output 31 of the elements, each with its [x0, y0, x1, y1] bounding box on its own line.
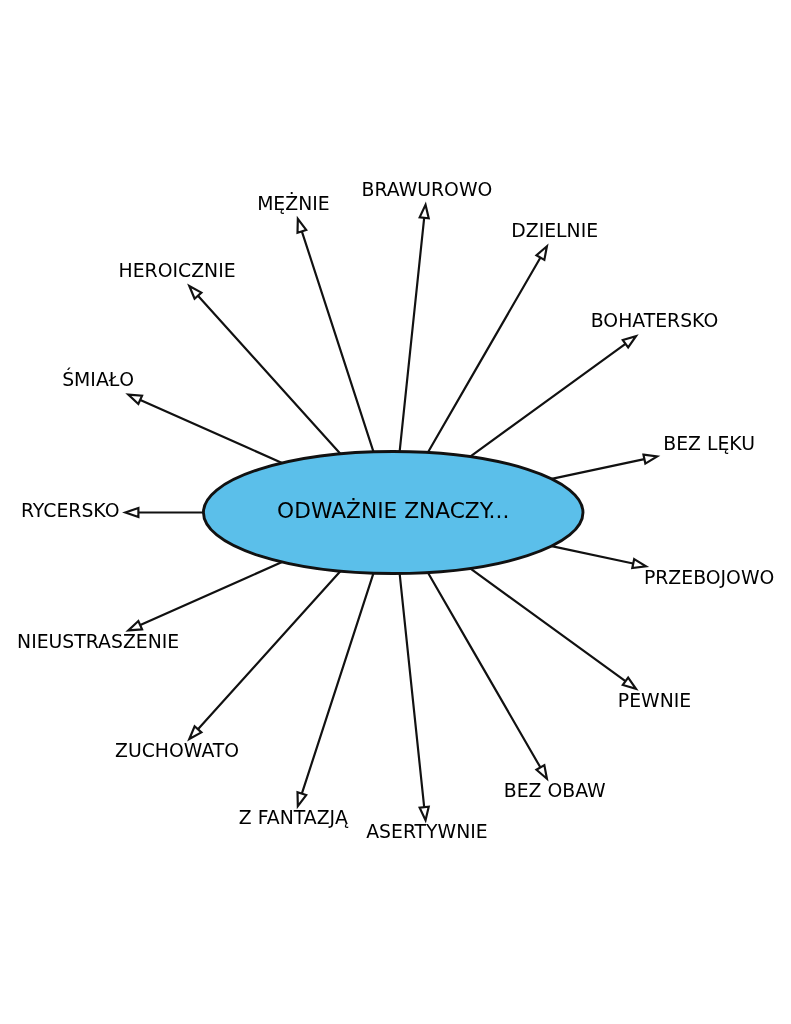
arrow — [122, 505, 204, 519]
arrow — [296, 572, 375, 809]
arrow — [187, 283, 342, 454]
node-text: PRZEBOJOWO — [643, 566, 775, 588]
arrow — [125, 560, 283, 632]
node-text: BEZ OBAW — [503, 779, 606, 801]
node-text: RYCERSKO — [20, 499, 120, 521]
node-text: PEWNIE — [617, 689, 692, 711]
node-text: ASERTYWNIE — [366, 820, 488, 842]
node-text: Z FANTAZJĄ — [238, 806, 348, 828]
node-text: DZIELNIE — [511, 219, 599, 241]
node-text: NIEUSTRASZENIE — [17, 630, 180, 652]
node-text: HEROICZNIE — [118, 259, 236, 281]
arrow — [187, 570, 342, 741]
arrow — [426, 242, 549, 453]
node-text: MĘŻNIE — [257, 192, 330, 214]
node-text: BRAWUROWO — [361, 178, 493, 200]
node-text: BOHATERSKO — [590, 309, 719, 331]
arrow — [426, 571, 549, 782]
arrow — [469, 333, 639, 457]
node-text: ŚMIAŁO — [62, 368, 135, 390]
arrow — [398, 572, 431, 823]
node-ellipse: ODWAŻNIE ZNACZY... — [202, 449, 585, 575]
node-text: ZUCHOWATO — [115, 739, 240, 761]
node-text: BEZ LĘKU — [663, 432, 755, 454]
arrow — [398, 201, 431, 452]
arrow — [551, 544, 650, 569]
arrow — [551, 452, 661, 480]
arrow — [469, 567, 639, 691]
arrow — [125, 392, 283, 464]
arrow — [296, 215, 375, 452]
